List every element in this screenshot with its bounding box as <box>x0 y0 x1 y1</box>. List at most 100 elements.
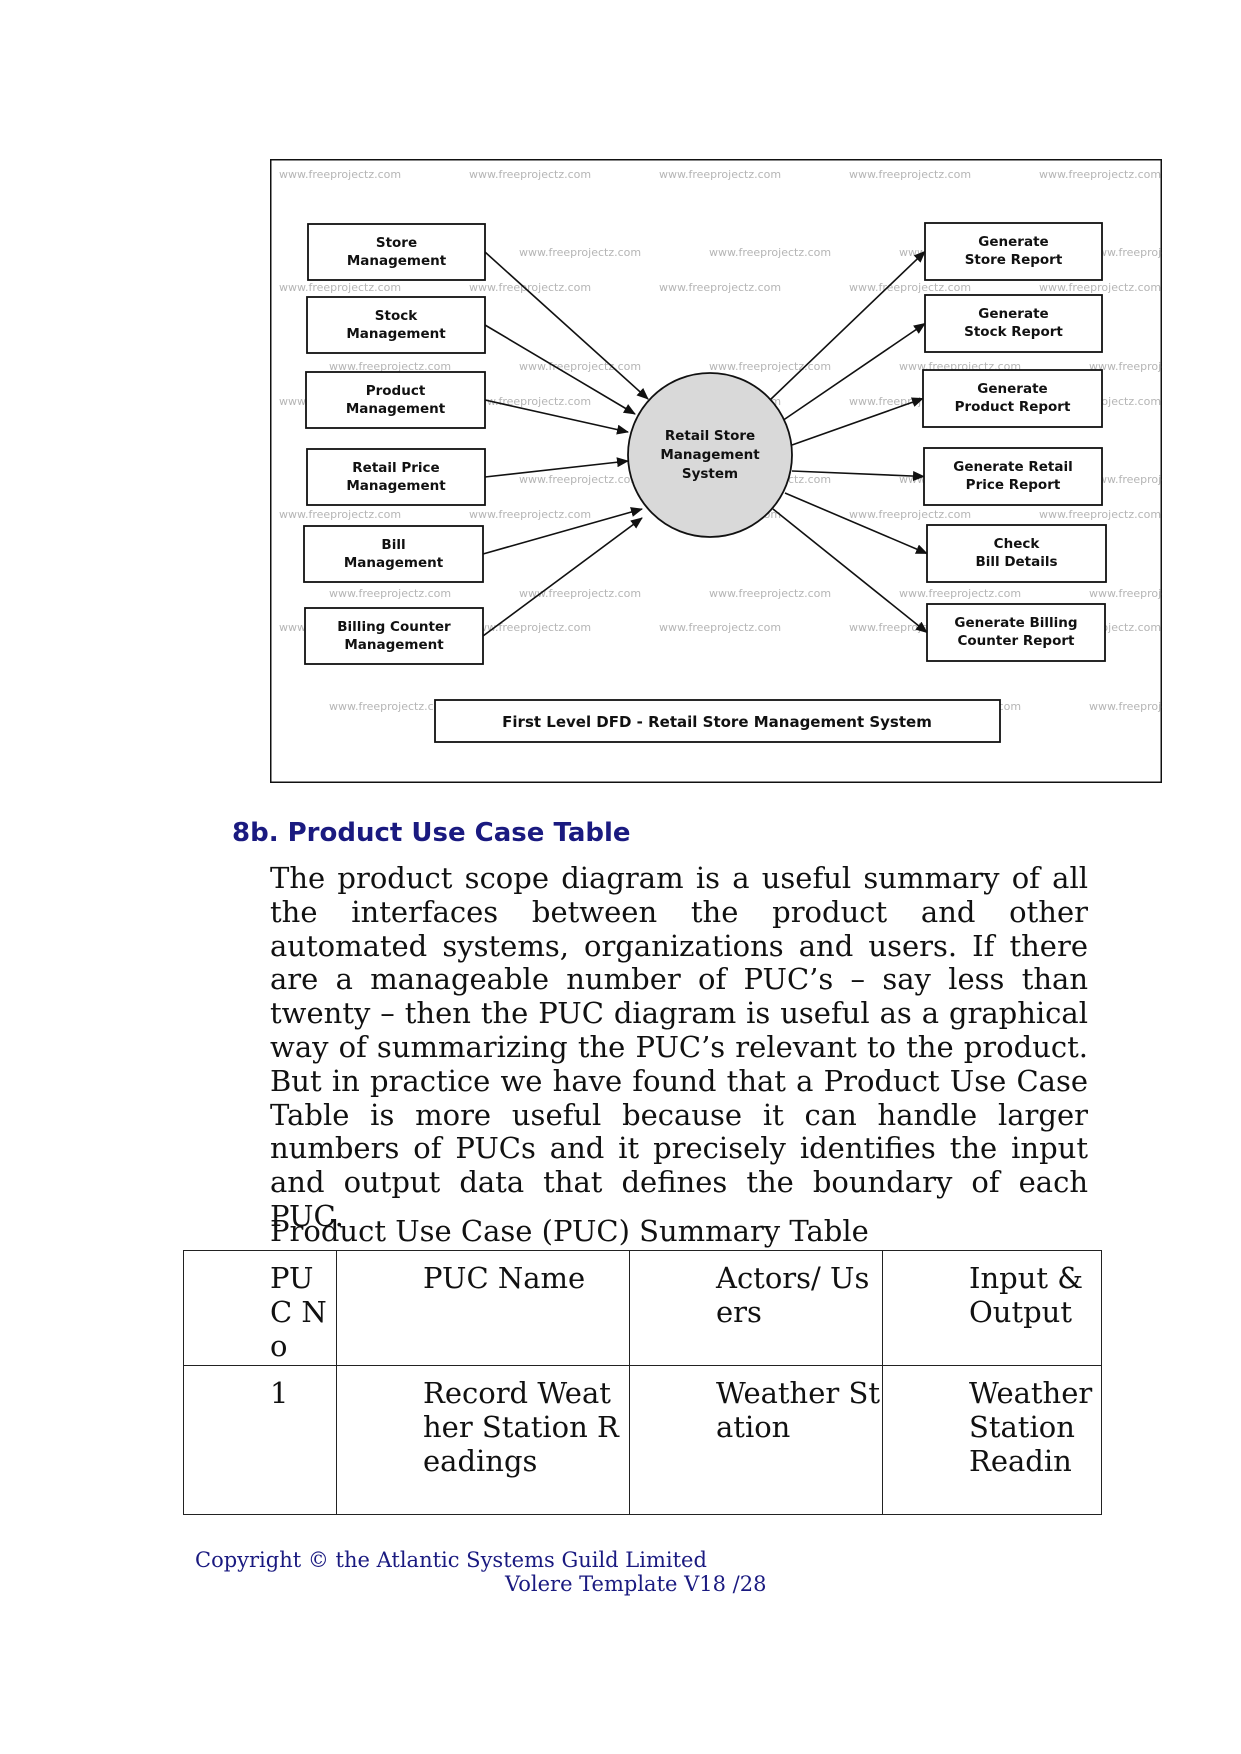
center-process-circle <box>627 372 793 538</box>
dfd-diagram: www.freeprojectz.com www.freeprojectz.com… <box>270 159 1162 783</box>
watermark-text: www.freeprojectz.com <box>469 168 591 181</box>
watermark-text: www.freeprojectz.com <box>469 281 591 294</box>
input-entity-2-line-2: Management <box>346 326 446 342</box>
input-entity-3-frame <box>305 371 486 429</box>
table-caption: Product Use Case (PUC) Summary Table <box>270 1214 869 1248</box>
watermark-text: www.freeprojectz.com <box>1089 473 1162 486</box>
input-entity-5-line-2: Management <box>344 555 444 571</box>
watermark-text: www.freeprojectz.com <box>469 508 591 521</box>
watermark-text: www.freeprojectz.com <box>1089 700 1162 713</box>
watermark-text: www.freeprojectz.com <box>519 587 641 600</box>
watermark-text: www.freeprojectz.com <box>709 360 831 373</box>
output-entity-1-line-1: Generate <box>978 234 1048 250</box>
output-flow-arrow <box>791 397 924 446</box>
section-heading: 8b. Product Use Case Table <box>232 818 631 848</box>
diagram-caption: First Level DFD - Retail Store Managemen… <box>502 713 932 731</box>
watermark-text: www.freeprojectz.com <box>1089 587 1162 600</box>
input-flow-arrow <box>484 324 636 415</box>
center-label-line-2: Management <box>660 447 760 463</box>
watermark-text: www.freeprojectz.com <box>709 587 831 600</box>
cell-puc-no: 1 <box>183 1365 337 1515</box>
output-entity-4-frame <box>923 447 1103 506</box>
output-entity-1-line-2: Store Report <box>965 252 1063 268</box>
diagram-caption-frame <box>434 699 1001 743</box>
watermark-text: www.freeprojectz.com <box>519 360 641 373</box>
output-entity-4-line-1: Generate Retail <box>953 459 1072 475</box>
watermark-text: www.freeprojectz.com <box>1089 246 1162 259</box>
center-label-line-3: System <box>682 466 738 482</box>
input-entity-4-line-2: Management <box>346 478 446 494</box>
watermark-text: www.freeprojectz.com <box>519 246 641 259</box>
watermark-text: www.freeprojectz.com <box>659 281 781 294</box>
input-entity-1-line-2: Management <box>347 253 447 269</box>
output-flow-arrow <box>769 250 926 401</box>
footer-copyright: Copyright © the Atlantic Systems Guild L… <box>195 1548 707 1572</box>
watermark-text: www.freeprojectz.com <box>329 587 451 600</box>
input-entity-1-line-1: Store <box>376 235 417 251</box>
input-entity-6-frame <box>304 607 484 665</box>
diagram-caption-box: First Level DFD - Retail Store Managemen… <box>434 699 1001 743</box>
watermark-text: www.freeprojectz.com <box>849 508 971 521</box>
output-flow-arrow <box>791 470 925 482</box>
cell-puc-name: Record Weather Station Readings <box>336 1365 630 1515</box>
cell-actors: Weather Station <box>629 1365 883 1515</box>
output-entity-2-line-2: Stock Report <box>964 324 1063 340</box>
output-entity-1-frame <box>924 222 1103 281</box>
output-entity-6-line-1: Generate Billing <box>954 615 1077 631</box>
output-entity-3-line-2: Product Report <box>955 399 1071 415</box>
header-actors: Actors/ Users <box>629 1250 883 1366</box>
input-entity-6-line-1: Billing Counter <box>337 619 451 635</box>
watermark-text: www.freeprojectz.com <box>279 508 401 521</box>
input-flow-arrow <box>484 251 649 400</box>
watermark-text: www.freeprojectz.com <box>849 281 971 294</box>
header-puc-no: PU C No <box>183 1250 337 1366</box>
output-entity-5-line-2: Bill Details <box>975 554 1057 570</box>
input-entity-2-frame <box>306 296 486 354</box>
watermark-text: www.freeprojectz.com <box>519 473 641 486</box>
output-entity-2-frame <box>924 294 1103 353</box>
watermark-text: www.freeprojectz.com <box>1039 281 1161 294</box>
output-entity-3-line-1: Generate <box>977 381 1047 397</box>
input-entity-4-frame <box>306 448 486 506</box>
output-entity-6-frame <box>926 603 1106 662</box>
input-entity-5-line-1: Bill <box>381 537 405 553</box>
input-entity-5-frame <box>303 525 484 583</box>
output-entity-6-line-2: Counter Report <box>958 633 1076 649</box>
cell-input-output: Weather Station Readin <box>882 1365 1102 1515</box>
watermark-text: www.freeprojectz.com <box>1039 508 1161 521</box>
input-entity-3-line-1: Product <box>366 383 426 399</box>
center-label-line-1: Retail Store <box>665 428 755 444</box>
input-flow-arrow <box>482 507 643 555</box>
watermark-text: www.freeprojectz.com <box>1039 168 1161 181</box>
input-flow-arrow <box>484 457 629 478</box>
watermark-text: www.freeprojectz.com <box>849 168 971 181</box>
header-input-output: Input & Output <box>882 1250 1102 1366</box>
watermark-text: www.freeprojectz.com <box>899 587 1021 600</box>
puc-summary-table: PU C No PUC Name Actors/ Users Input & O… <box>183 1250 1102 1515</box>
output-flow-arrow <box>784 492 928 555</box>
center-process: Retail Store Management System <box>627 372 793 538</box>
input-entity-4-line-1: Retail Price <box>352 460 439 476</box>
output-entity-5-line-1: Check <box>994 536 1041 552</box>
watermark-text: www.freeprojectz.com <box>1089 360 1162 373</box>
watermark-text: www.freeprojectz.com <box>329 360 451 373</box>
input-entity-6-line-2: Management <box>344 637 444 653</box>
input-entity-1-frame <box>307 223 486 281</box>
output-entity-2-line-1: Generate <box>978 306 1048 322</box>
input-flow-arrow <box>484 399 629 435</box>
footer-version: Volere Template V18 /28 <box>505 1572 767 1596</box>
input-entity-2-line-1: Stock <box>375 308 418 324</box>
watermark-text: www.freeprojectz.com <box>469 395 591 408</box>
watermark-text: www.freeprojectz.com <box>659 621 781 634</box>
output-entity-3-frame <box>922 369 1103 428</box>
watermark-text: www.freeprojectz.com <box>329 700 451 713</box>
